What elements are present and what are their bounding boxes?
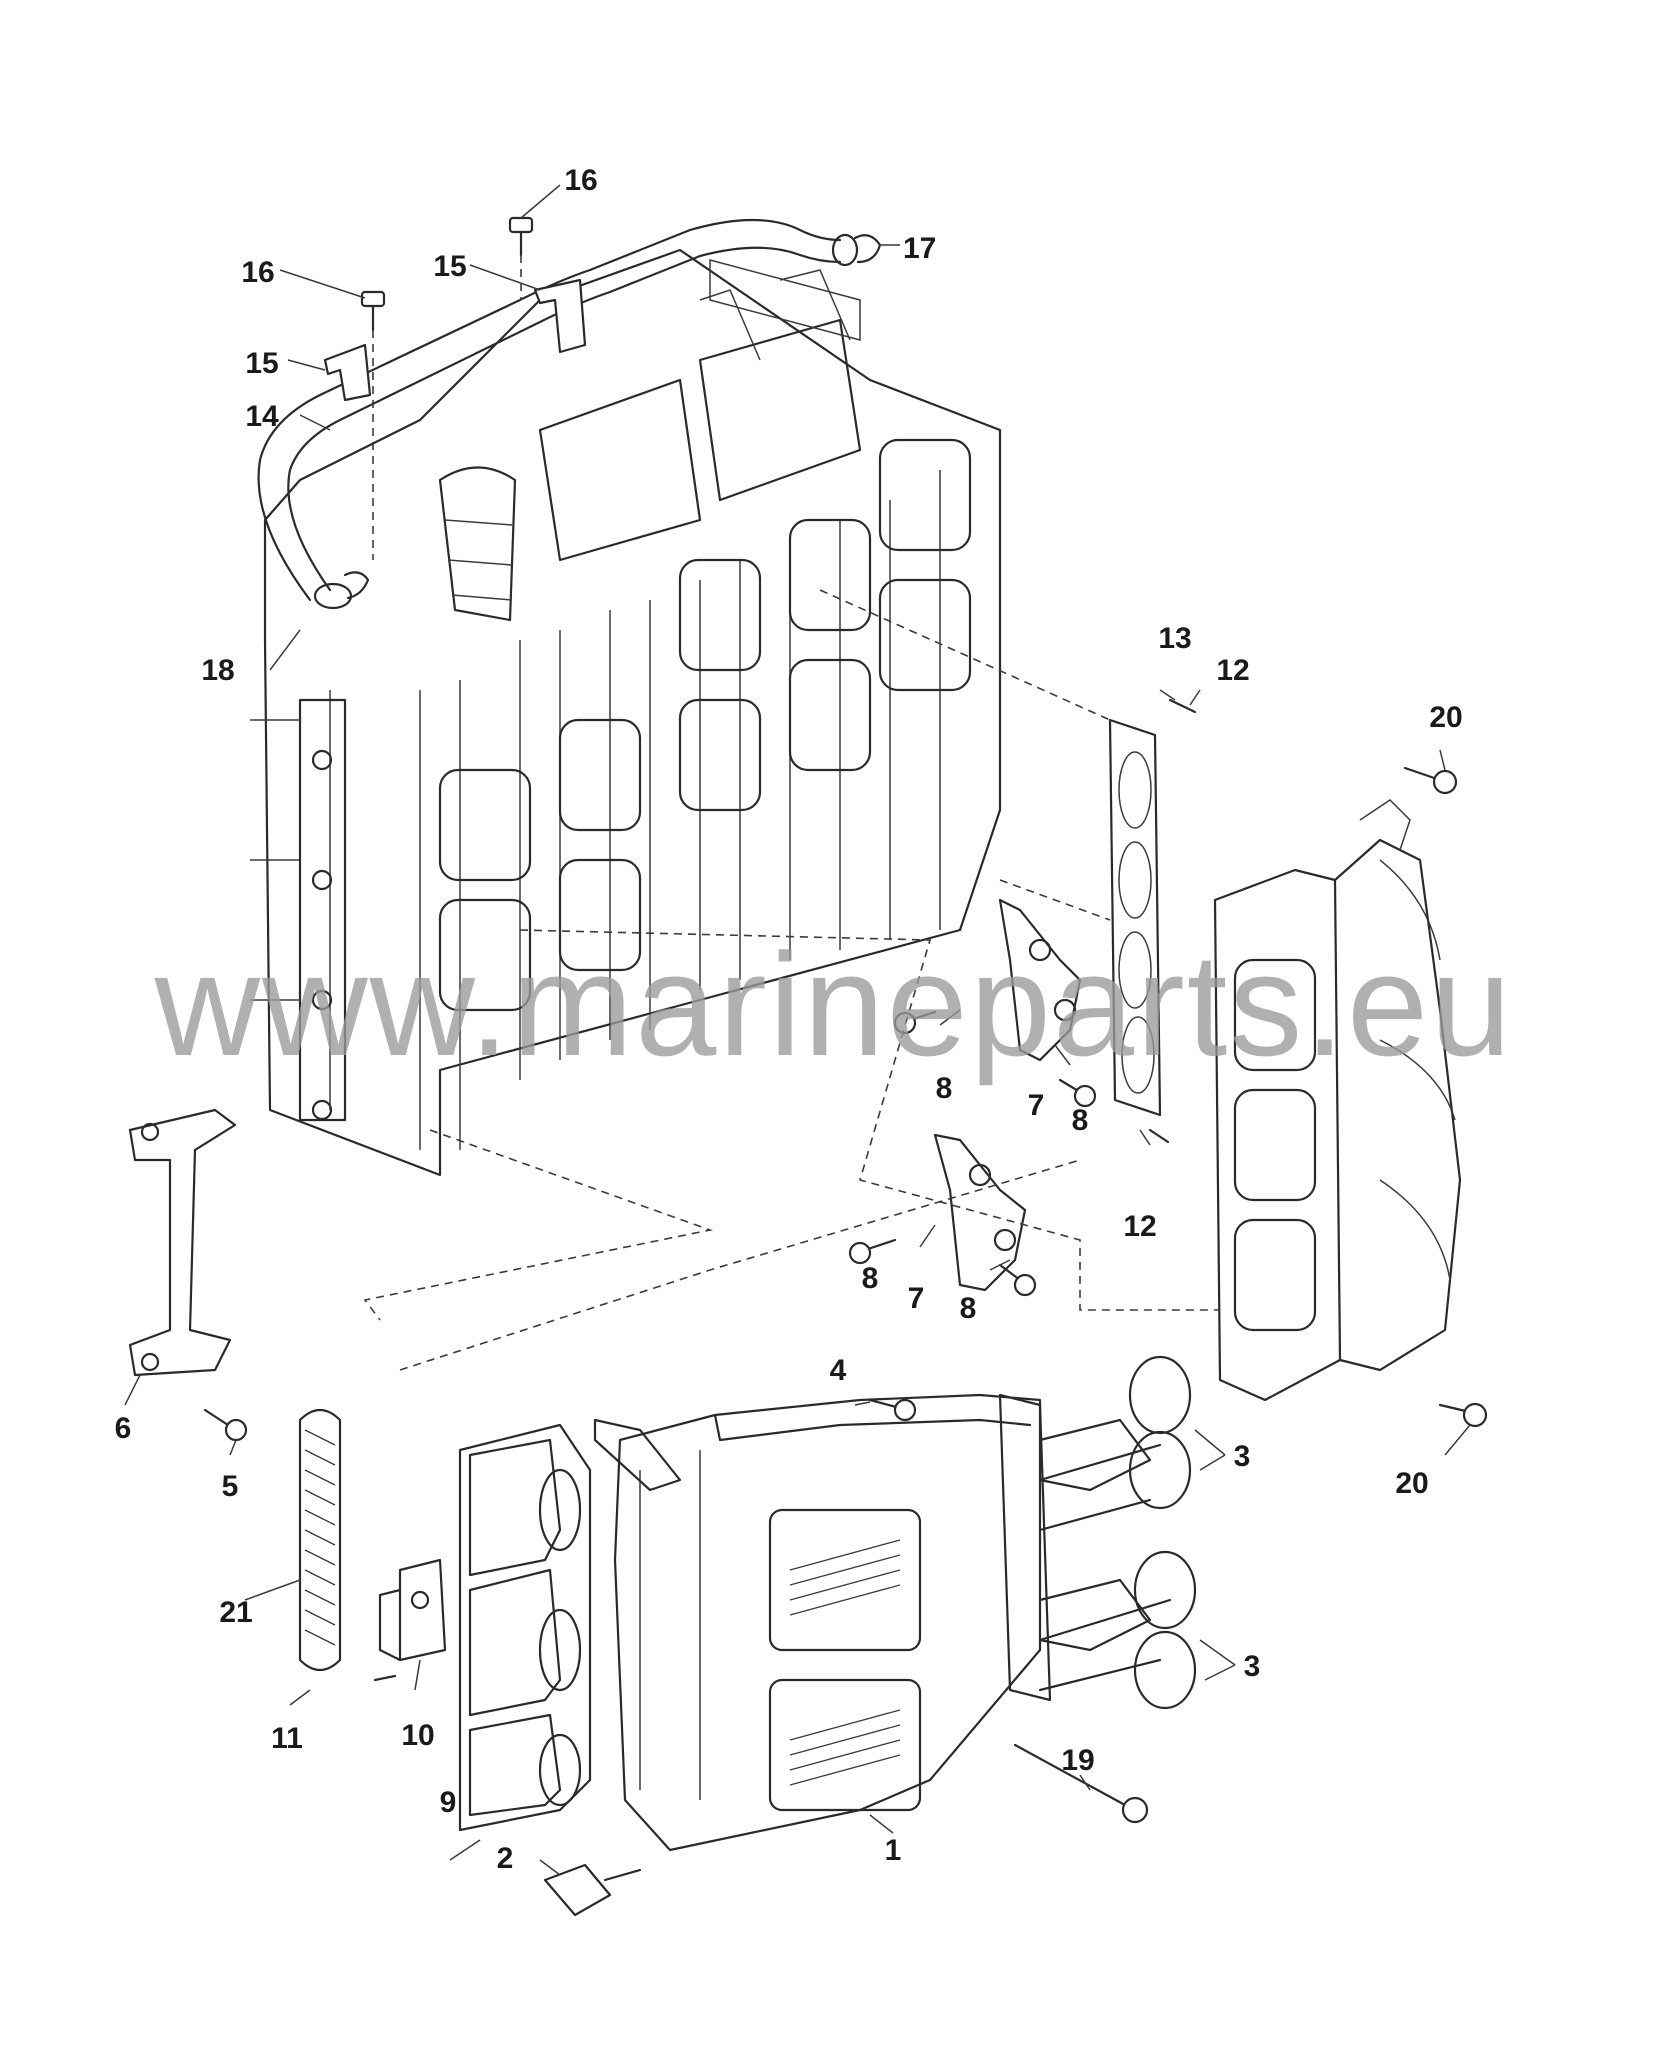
callout-20b: 20 (1395, 1467, 1428, 1500)
callout-8a: 8 (936, 1072, 953, 1105)
hose-clamp-15a (533, 278, 587, 354)
callout-13: 13 (1158, 622, 1191, 655)
watermark-text: www.marineparts.eu (154, 923, 1514, 1086)
intake-screen-21 (298, 1408, 342, 1672)
callout-15b: 15 (245, 347, 278, 380)
bracket-10 (378, 1558, 447, 1662)
callout-4: 4 (830, 1354, 847, 1387)
callout-11: 11 (271, 1722, 303, 1755)
callout-16a: 16 (564, 164, 597, 197)
callout-9: 9 (440, 1786, 457, 1819)
cylinder-ports (438, 438, 972, 1012)
fastener-4 (868, 1398, 917, 1422)
bracket-7b (933, 1133, 1027, 1292)
callout-12b: 12 (1123, 1210, 1156, 1243)
manifold-bolt-20a (1403, 766, 1458, 795)
manifold-bolt-20b (1438, 1402, 1488, 1428)
callout-12a: 12 (1216, 654, 1249, 687)
bracket-bolt-8d (998, 1263, 1037, 1297)
callout-8c: 8 (862, 1262, 879, 1295)
callout-7b: 7 (908, 1282, 925, 1315)
intake-seal-3-upper (1128, 1355, 1192, 1510)
callout-2: 2 (497, 1842, 514, 1875)
callout-3-upper: 3 (1234, 1440, 1251, 1473)
callout-15a: 15 (433, 250, 466, 283)
callout-20a: 20 (1429, 701, 1462, 734)
callout-21: 21 (219, 1596, 252, 1629)
leader-lines (124, 184, 1471, 1876)
callout-labels: 1 2 3 3 4 5 6 7 7 8 8 8 8 9 10 11 12 12 … (115, 164, 1463, 1875)
callout-19: 19 (1061, 1744, 1094, 1777)
clamp-bolt-16a (508, 216, 534, 257)
dowel-pin-12b (1148, 1128, 1170, 1144)
callout-5: 5 (222, 1470, 239, 1503)
silencer-foam-9 (458, 1423, 592, 1832)
callout-7a: 7 (1028, 1089, 1045, 1122)
callout-16b: 16 (241, 256, 274, 289)
callout-14: 14 (245, 400, 279, 433)
intake-gasket-13 (1108, 718, 1162, 1117)
callout-18: 18 (201, 654, 234, 687)
hose-clip-18 (343, 571, 370, 600)
brace-bolt-5 (203, 1408, 248, 1442)
hose-clip-17 (853, 234, 882, 264)
callout-6: 6 (115, 1412, 132, 1445)
callout-3-lower: 3 (1244, 1650, 1261, 1683)
sensor-2 (543, 1863, 642, 1917)
engine-block (250, 248, 1002, 1177)
bracket-bolt-8c (848, 1238, 897, 1265)
bracket-7a (998, 898, 1082, 1062)
intake-seal-3-lower (1133, 1550, 1197, 1710)
clamp-bolt-16b (360, 290, 386, 332)
dowel-pin-12a (1168, 698, 1197, 714)
bracket-bolt-8b (1058, 1078, 1097, 1108)
callout-8d: 8 (960, 1292, 977, 1325)
support-brace-6 (128, 1108, 237, 1377)
long-bolt-19 (1013, 1743, 1149, 1824)
intake-silencer-1 (593, 1393, 1172, 1852)
intake-manifold (1213, 799, 1462, 1402)
hose-clamp-15b (323, 343, 372, 402)
callout-1: 1 (885, 1834, 902, 1867)
fastener-11 (373, 1674, 397, 1682)
callout-8b: 8 (1072, 1104, 1089, 1137)
callout-10: 10 (401, 1719, 434, 1752)
callout-17: 17 (903, 232, 936, 265)
